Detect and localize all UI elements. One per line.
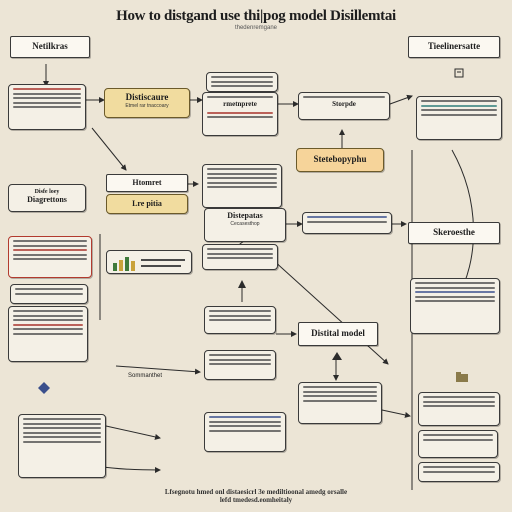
- node-distepatas: Distepatas Cecasesthop: [204, 208, 286, 242]
- edge-diagonal-1: [91, 127, 127, 171]
- node-htomret-label: Htomret: [132, 178, 162, 187]
- node-left-list-2: [8, 236, 92, 278]
- node-bottom-left-center: [204, 412, 286, 452]
- diamond-icon: [38, 382, 50, 394]
- node-distital-model-label: Distital model: [311, 328, 365, 338]
- node-right-list-2: [410, 278, 500, 334]
- node-right-list-5: [418, 462, 500, 482]
- edge-storpde-to-right: [389, 94, 413, 105]
- diagram-caption: Lfsegnotu hmed onl distaesicrl 3e medilt…: [0, 488, 512, 505]
- caption-line-1: Lfsegnotu hmed onl distaesicrl 3e medilt…: [164, 488, 348, 496]
- node-distital-model: Distital model: [298, 322, 378, 346]
- node-meraprete-label: rmetnprete: [223, 100, 257, 108]
- node-diagrettons: Disfe loey Diagrettons: [8, 184, 86, 212]
- node-netilkras: Netilkras: [10, 36, 90, 58]
- node-lrepitia-label: Lre pitia: [132, 199, 162, 208]
- node-distiscaure-sub: Etmel rar tnaccoary: [125, 102, 169, 109]
- node-tieelinersatte-label: Tieelinersatte: [427, 41, 481, 51]
- document-icon: [454, 68, 464, 78]
- node-lrepitia: Lre pitia: [106, 194, 188, 214]
- edge-sommanthet: [115, 365, 201, 375]
- node-center-list-2: [202, 244, 278, 270]
- edge-bottom-to-right: [381, 409, 411, 418]
- node-skeroesthe-label: Skeroesthe: [433, 227, 475, 237]
- caption-line-2: lefd tmedesd.eomheitaly: [219, 496, 293, 505]
- node-center-lower-2: [204, 350, 276, 380]
- arrow-tip-up: [238, 280, 246, 288]
- mini-bar-chart-icon: [113, 257, 185, 271]
- node-meraprete: rmetnprete: [202, 92, 278, 136]
- node-center-list: [202, 164, 282, 208]
- node-bottom-left-list: [18, 414, 106, 478]
- node-diagrettons-label: Diagrettons: [27, 194, 67, 204]
- arrow-tip-distital: [332, 352, 342, 360]
- folder-icon: [456, 372, 468, 382]
- node-top-center: [206, 72, 278, 92]
- edge-label-sommanthet: Sommanthet: [128, 373, 163, 379]
- node-distiscaure: Distiscaure Etmel rar tnaccoary: [104, 88, 190, 118]
- diagram-title: How to distgand use thi|pog model Disill…: [116, 8, 396, 24]
- node-steteeopyphu: Stetebopyphu: [296, 148, 384, 172]
- edge-diag-bottom: [105, 425, 161, 440]
- node-bar-chart: [106, 250, 192, 274]
- node-distepatas-sub: Cecasesthop: [230, 220, 260, 227]
- node-bottom-center: [298, 382, 382, 424]
- node-left-list-1: [8, 84, 86, 130]
- node-steteeopyphu-label: Stetebopyphu: [313, 154, 367, 164]
- node-left-list-3: [10, 284, 88, 304]
- diagram-subtitle: thedenremgane: [234, 25, 278, 31]
- node-center-lower: [204, 306, 276, 334]
- node-left-list-4: [8, 306, 88, 362]
- node-right-list-4: [418, 430, 498, 458]
- node-distepatas-label: Distepatas: [227, 211, 263, 220]
- node-tieelinersatte: Tieelinersatte: [408, 36, 500, 58]
- node-storpde: Storpde: [298, 92, 390, 120]
- node-skeroesthe: Skeroesthe: [408, 222, 500, 244]
- node-right-list-3: [418, 392, 500, 426]
- node-storpde-label: Storpde: [332, 100, 356, 108]
- node-htomret: Htomret: [106, 174, 188, 192]
- node-netilkras-label: Netilkras: [32, 41, 68, 51]
- node-right-mid: [302, 212, 392, 234]
- node-distiscaure-label: Distiscaure: [125, 92, 169, 102]
- node-disfe-loey-label: Disfe loey: [34, 189, 60, 195]
- node-right-list-1: [416, 96, 502, 140]
- edge-diag-big: [261, 249, 389, 365]
